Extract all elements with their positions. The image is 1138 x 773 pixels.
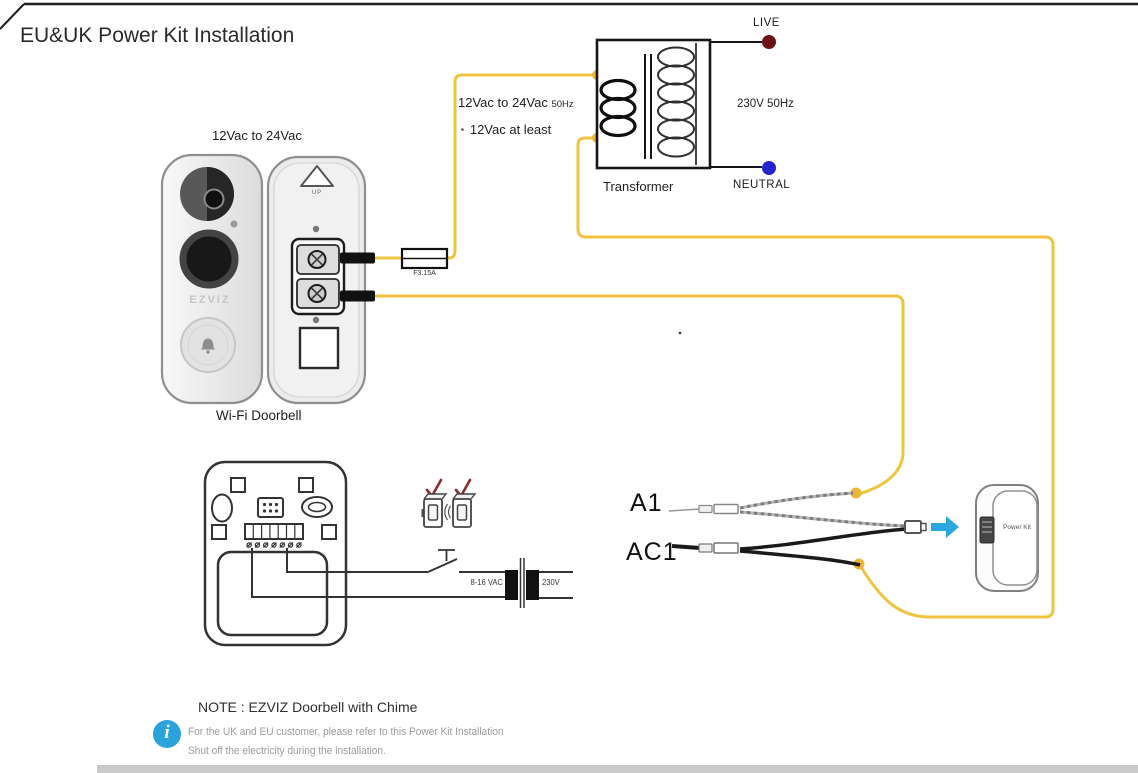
ac1-label: AC1 (626, 538, 678, 566)
transformer-core (644, 54, 652, 159)
yellow-wires (372, 73, 1055, 619)
power-kit-port (979, 516, 995, 544)
camera-lens-icon (203, 188, 225, 210)
transformer-symbol (595, 35, 776, 175)
chime-connector (257, 497, 284, 518)
chime-terminal-strip (244, 523, 304, 540)
ezviz-logo: EZVIZ (189, 294, 231, 306)
doorbell-input-rating-label: 12Vac to 24Vac (212, 128, 302, 143)
plug-connector (904, 520, 922, 534)
primary-coil (599, 78, 637, 138)
power-kit-label: Power Kit (1003, 524, 1031, 531)
transformer-label: Transformer (603, 179, 674, 194)
chime-circuit (251, 548, 573, 608)
wire-stub-bottom (340, 290, 375, 302)
bottom-bar (97, 765, 1138, 773)
lens-icon (179, 229, 239, 289)
lead-wires (668, 491, 927, 567)
chime-speaker (216, 550, 329, 637)
square-bullet-icon: ▪ (461, 125, 464, 134)
wire-doorbell-to-a1 (372, 294, 905, 496)
chime-primary-rating-label: 8-16 VAC (470, 578, 503, 587)
bell-icon (201, 338, 215, 354)
up-label: UP (311, 190, 323, 196)
note-line2: Shut off the electricity during the inst… (188, 745, 386, 757)
transformer-output-rating-label: 12Vac to 24Vac 50Hz (458, 95, 574, 110)
note-heading: NOTE : EZVIZ Doorbell with Chime (198, 699, 418, 715)
wire-transformer-to-ac1 (576, 136, 1055, 619)
a1-twisted-branches (739, 491, 907, 528)
up-arrow-icon (300, 165, 334, 187)
doorbell-label: Wi-Fi Doorbell (216, 408, 302, 423)
doorbell-button-examples (421, 478, 477, 528)
arrow-right-icon (931, 516, 959, 538)
live-label: LIVE (753, 17, 780, 29)
transformer-primary-rating-label: 230V 50Hz (737, 98, 794, 110)
ac1-branches (739, 527, 907, 567)
neutral-terminal-dot (762, 161, 776, 175)
fuse-symbol (400, 247, 449, 270)
chime-unit (203, 460, 348, 647)
power-kit-device (975, 484, 1039, 592)
note-line1: For the UK and EU customer, please refer… (188, 726, 504, 738)
doorbell-backplate (266, 155, 375, 405)
stray-mark (678, 331, 682, 335)
page-title: EU&UK Power Kit Installation (20, 24, 295, 47)
info-icon: i (153, 720, 181, 748)
button-cutout (298, 326, 340, 370)
live-terminal-dot (762, 35, 776, 49)
neutral-label: NEUTRAL (733, 179, 791, 191)
fuse-label: F3.15A (413, 270, 436, 277)
transformer-output-note: ▪12Vac at least (461, 122, 552, 137)
chime-terminal-screws (246, 542, 302, 548)
chime-transformer-symbol (505, 558, 573, 608)
secondary-coil (657, 46, 695, 158)
a1-label: A1 (630, 489, 663, 517)
push-button-switch-symbol (427, 549, 458, 573)
sensor-dot (230, 220, 238, 228)
wire-stub-top (340, 252, 375, 264)
sound-waves-icon (444, 503, 452, 521)
wire-fuse-to-transformer (445, 73, 596, 260)
chime-secondary-rating-label: 230V (542, 578, 560, 587)
doorbell-front (160, 153, 264, 405)
